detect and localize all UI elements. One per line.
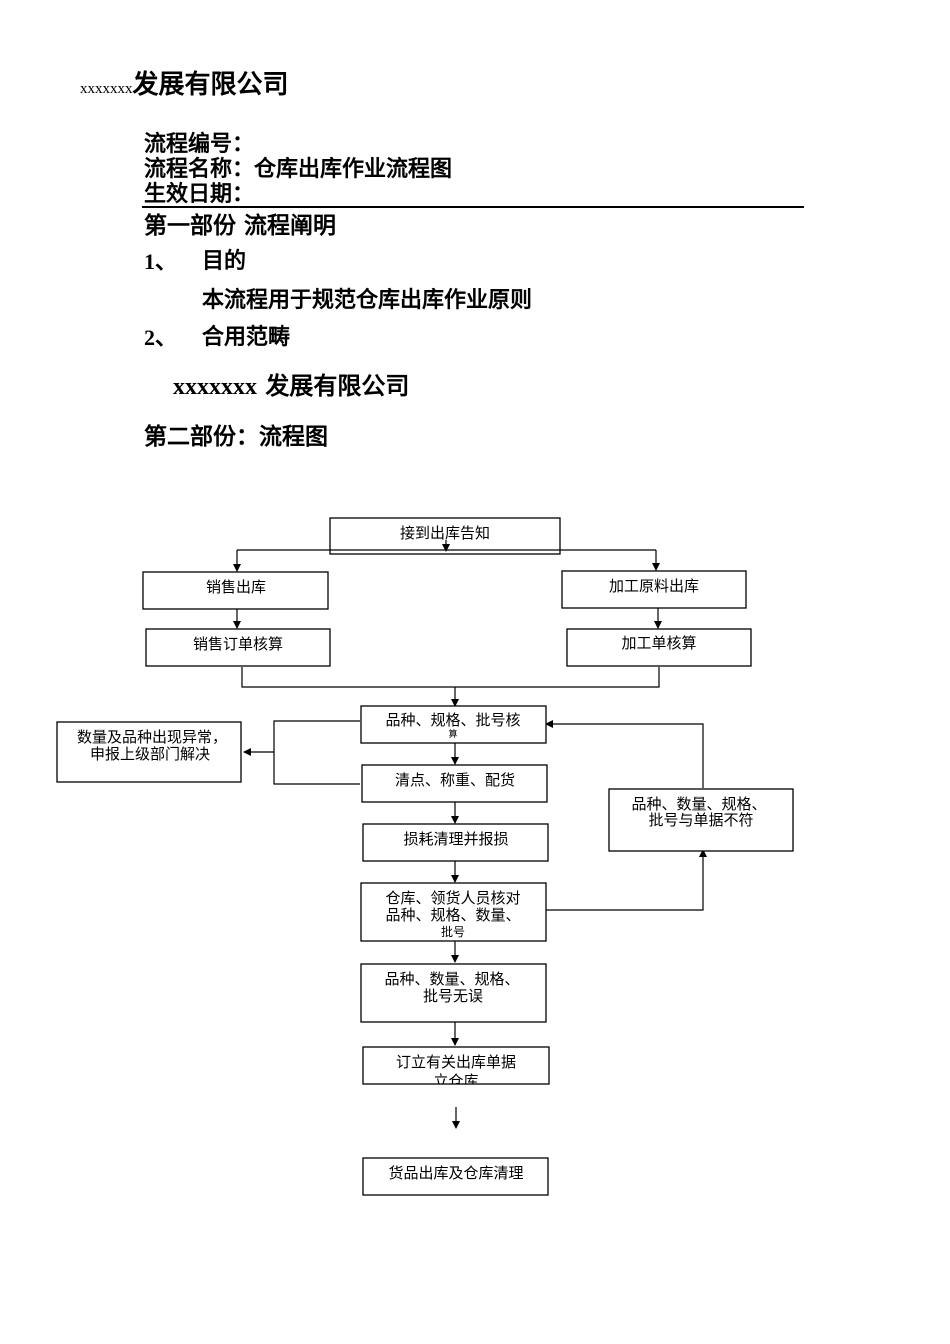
part2-title: 第二部份：流程图 [144, 423, 328, 450]
node-sales-out: 销售出库 [142, 571, 329, 610]
node-verify-spec-line2: 算 [448, 728, 457, 740]
node-make-docs-line2: 立仓库 [433, 1072, 478, 1090]
node-processing-check-label: 加工单核算 [621, 634, 696, 652]
item-1-title: 目的 [202, 248, 247, 274]
node-ship-clean: 货品出库及仓库清理 [362, 1157, 549, 1196]
process-name-label: 流程名称：仓库出库作业流程图 [144, 156, 453, 182]
node-no-error-line2: 批号无误 [423, 987, 483, 1005]
line-anomaly-bracket [273, 720, 360, 785]
header-divider [142, 206, 804, 208]
node-ship-clean-label: 货品出库及仓库清理 [388, 1164, 523, 1182]
header-company-name: 发展有限公司 [132, 70, 289, 100]
node-verify-spec: 品种、规格、批号核 算 [360, 705, 547, 744]
node-cross-check: 仓库、领货人员核对 品种、规格、数量、 批号 [360, 882, 547, 942]
item-1-number: 1、 [144, 249, 178, 274]
part1-title: 第一部份 流程阐明 [144, 212, 337, 239]
arrow-to-mismatch [546, 849, 707, 911]
node-sales-out-label: 销售出库 [206, 578, 266, 596]
scope-company-prefix: xxxxxxx [173, 374, 257, 400]
node-material-out: 加工原料出库 [561, 570, 747, 609]
node-make-docs-line1: 订立有关出库单据 [396, 1053, 516, 1071]
process-no-label: 流程编号： [144, 131, 255, 157]
node-processing-check: 加工单核算 [566, 628, 752, 667]
node-mismatch-line2: 批号与单据不符 [648, 811, 753, 829]
node-notice: 接到出库告知 [329, 517, 561, 555]
node-mismatch: 品种、数量、规格、 批号与单据不符 [608, 788, 794, 852]
scope-company-name: 发展有限公司 [265, 371, 410, 400]
header-company: xxxxxxx发展有限公司 [80, 64, 289, 101]
node-cross-check-line2: 品种、规格、数量、 [385, 906, 520, 924]
item-2-title: 合用范畴 [202, 324, 291, 350]
node-material-out-label: 加工原料出库 [609, 577, 699, 595]
node-loss-clear: 损耗清理并报损 [362, 823, 549, 862]
node-anomaly: 数量及品种出现异常， 申报上级部门解决 [56, 721, 242, 783]
item-2-number: 2、 [144, 325, 178, 350]
node-make-docs: 订立有关出库单据 立仓库 [362, 1046, 550, 1090]
node-sales-order-check: 销售订单核算 [145, 628, 331, 667]
node-loss-clear-label: 损耗清理并报损 [403, 830, 508, 848]
node-mismatch-line1: 品种、数量、规格、 [631, 795, 766, 813]
scope-company: xxxxxxx 发展有限公司 [173, 366, 409, 401]
node-sales-order-check-label: 销售订单核算 [193, 635, 283, 653]
node-cross-check-line3: 批号 [441, 924, 465, 939]
node-cross-check-line1: 仓库、领货人员核对 [385, 889, 520, 907]
node-no-error-line1: 品种、数量、规格、 [384, 970, 519, 988]
arrow-mismatch-to-verify [545, 720, 704, 788]
node-notice-label: 接到出库告知 [400, 524, 490, 542]
node-verify-spec-line1: 品种、规格、批号核 [385, 711, 520, 729]
node-count-weigh-label: 清点、称重、配货 [395, 771, 515, 789]
line-merge [241, 667, 660, 688]
connectors [233, 540, 707, 1129]
header-company-prefix: xxxxxxx [80, 81, 133, 97]
node-anomaly-line2: 申报上级部门解决 [90, 745, 210, 763]
node-anomaly-line1: 数量及品种出现异常， [77, 728, 227, 746]
effective-date-label: 生效日期： [144, 181, 255, 207]
item-1-body: 本流程用于规范仓库出库作业原则 [202, 287, 533, 313]
node-no-error: 品种、数量、规格、 批号无误 [360, 963, 547, 1023]
node-count-weigh: 清点、称重、配货 [361, 764, 548, 803]
